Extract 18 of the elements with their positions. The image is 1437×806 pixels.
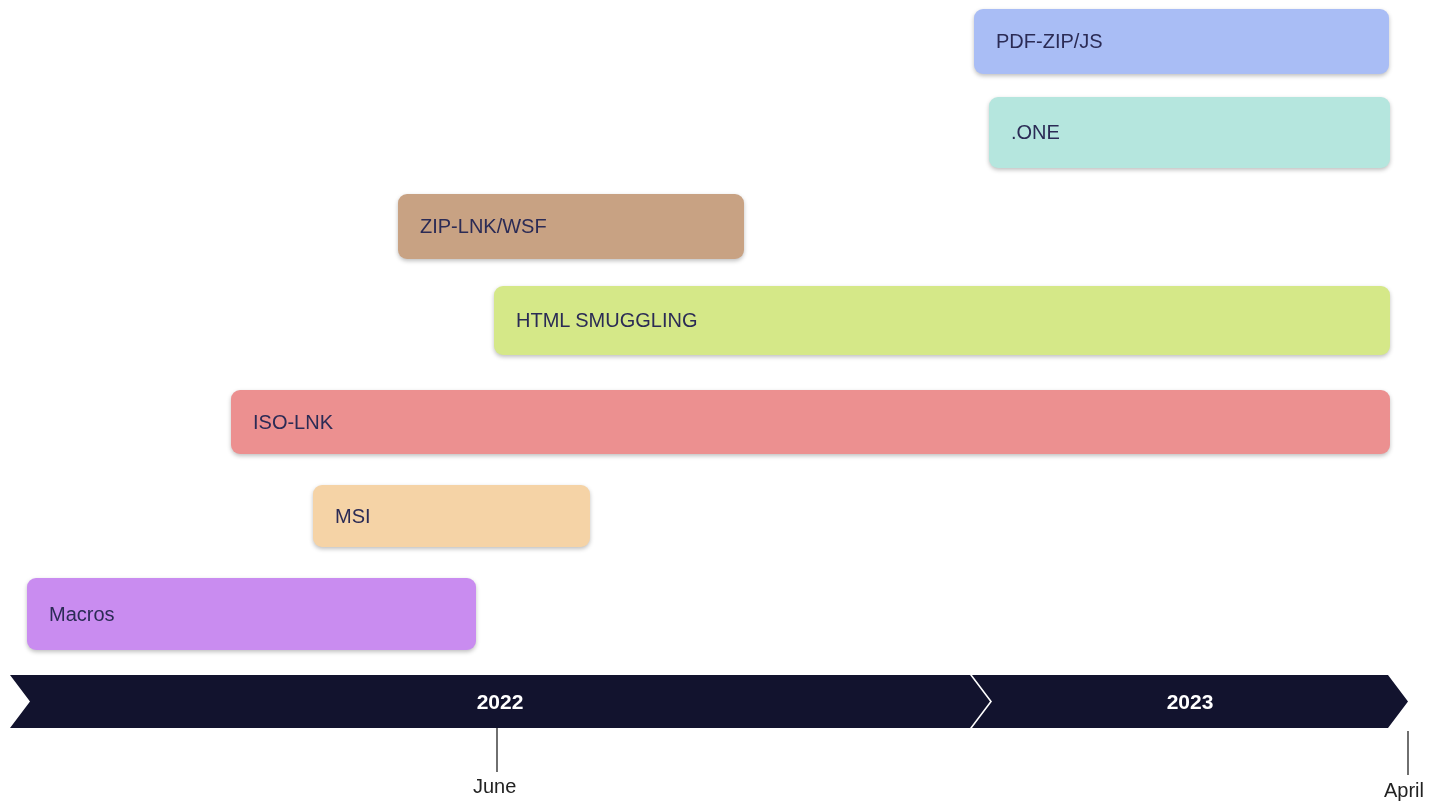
date-label: April	[1384, 779, 1424, 802]
bar-label: MSI	[335, 504, 371, 528]
timeline-bar	[974, 9, 1389, 74]
bar-label: .ONE	[1011, 121, 1060, 144]
timeline-bar	[494, 286, 1390, 355]
timeline-bar	[231, 390, 1390, 454]
year-label: 2023	[1165, 689, 1215, 714]
year-label: 2022	[475, 689, 525, 714]
bar-label: Macros	[49, 602, 115, 626]
timeline-bar	[398, 194, 744, 259]
bar-label: ISO-LNK	[253, 410, 334, 434]
timeline-bar	[27, 578, 476, 650]
timeline-bar	[989, 97, 1390, 168]
bar-label: PDF-ZIP/JS	[996, 30, 1103, 53]
bar-label: ZIP-LNK/WSF	[420, 215, 547, 238]
timeline-bar	[313, 485, 590, 547]
bar-label: HTML SMUGGLING	[516, 309, 698, 332]
date-label: June	[473, 775, 517, 798]
